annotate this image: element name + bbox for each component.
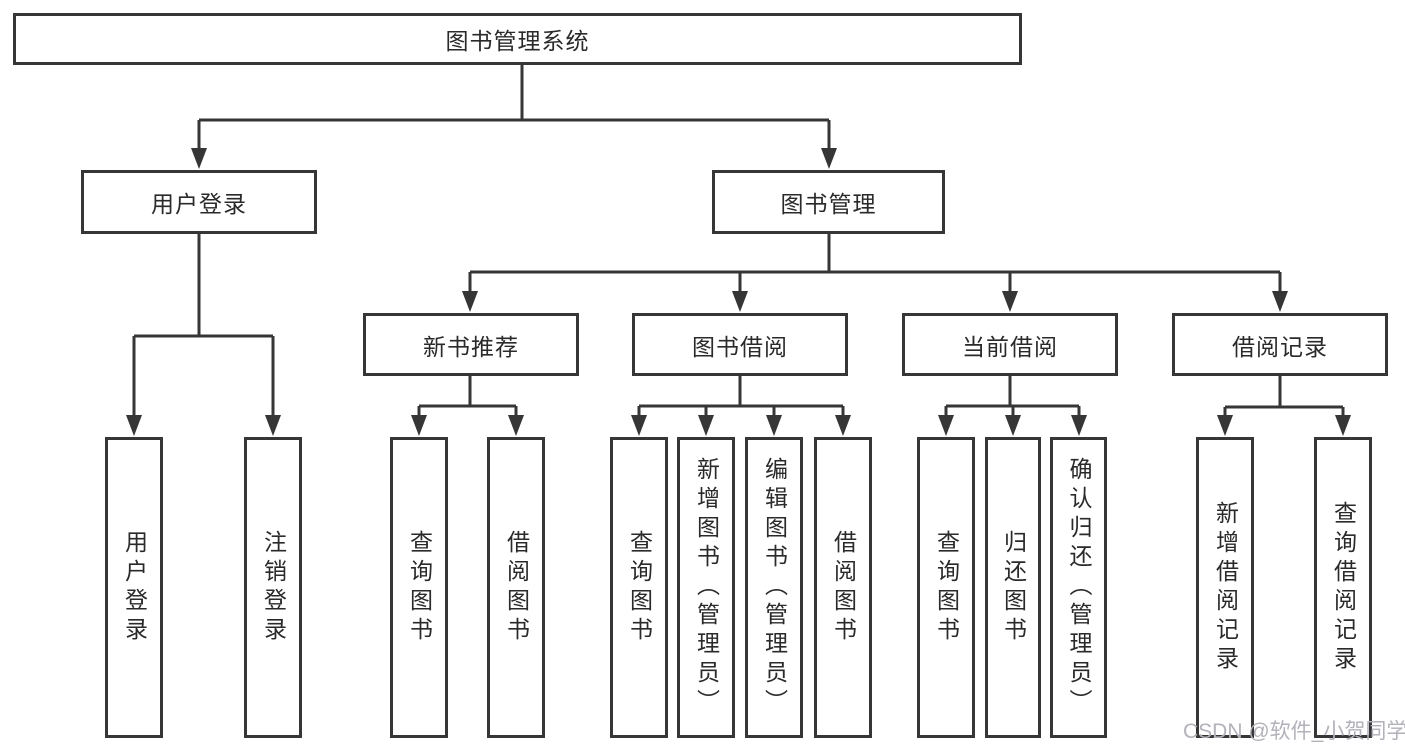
node-new-book-recommendation: 新书推荐 — [363, 313, 579, 376]
node-book-borrowing: 图书借阅 — [632, 313, 848, 376]
leaf-return-books: 归还图书 — [985, 437, 1041, 738]
node-borrowing-records: 借阅记录 — [1172, 313, 1388, 376]
leaf-add-borrow-record: 新增借阅记录 — [1196, 437, 1254, 738]
leaf-user-login: 用户登录 — [105, 437, 163, 738]
leaf-edit-books-admin: 编辑图书（管理员） — [745, 437, 803, 738]
leaf-query-books-current: 查询图书 — [917, 437, 975, 738]
leaf-add-books-admin: 新增图书（管理员） — [677, 437, 735, 738]
leaf-logout: 注销登录 — [244, 437, 302, 738]
leaf-query-books-borrow: 查询图书 — [610, 437, 668, 738]
leaf-confirm-return-admin: 确认归还（管理员） — [1050, 437, 1107, 738]
arrowheads — [126, 148, 1351, 436]
node-user-login-module: 用户登录 — [81, 170, 317, 234]
node-library-management-system: 图书管理系统 — [13, 13, 1022, 65]
leaf-query-borrow-record: 查询借阅记录 — [1314, 437, 1372, 738]
leaf-borrow-books-recommend: 借阅图书 — [487, 437, 545, 738]
node-book-management-module: 图书管理 — [712, 170, 945, 234]
node-current-borrowing: 当前借阅 — [902, 313, 1118, 376]
csdn-watermark: CSDN @软件_小贺同学 — [1183, 720, 1405, 743]
leaf-borrow-books: 借阅图书 — [814, 437, 872, 738]
leaf-query-books-recommend: 查询图书 — [390, 437, 448, 738]
